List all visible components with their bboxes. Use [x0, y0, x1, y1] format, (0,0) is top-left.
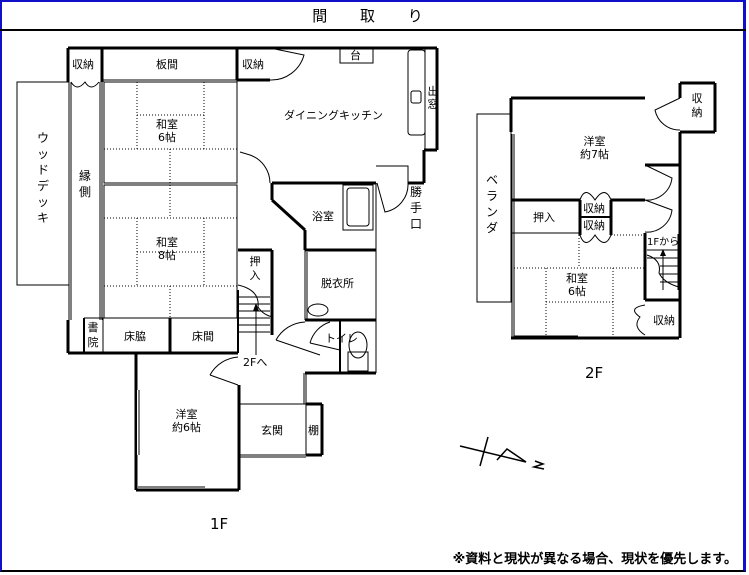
bay-window: 出窓 [427, 85, 439, 111]
room-name: 和室 [566, 272, 588, 285]
room-shoin: 書院 [87, 321, 99, 349]
room-storage-ne: 収納 [691, 92, 703, 119]
room-size: 8帖 [158, 249, 176, 262]
room-datsuijo: 脱衣所 [321, 277, 354, 290]
room-name: 和室 [156, 236, 178, 249]
room-size: 約6帖 [172, 421, 201, 434]
floor-label-1f: 1F [210, 515, 229, 533]
room-tokowaki: 床脇 [124, 330, 146, 343]
room-oshiire-2f: 押入 [533, 211, 555, 224]
room-storage-se: 収納 [653, 314, 675, 327]
room-storage-nw: 収納 [72, 58, 94, 71]
room-oshiire: 押入 [249, 255, 261, 282]
room-washitsu-8: 和室 8帖 [156, 236, 178, 262]
room-name: 洋室 [583, 135, 606, 148]
counter: 台 [350, 49, 361, 62]
room-engawa: 縁側 [78, 169, 91, 199]
floor-label-2f: 2F [585, 364, 604, 382]
room-washitsu-2f: 和室 6帖 [566, 272, 588, 298]
room-toilet: トイレ [325, 332, 358, 345]
page-title: 間 取 り [312, 7, 437, 25]
room-genkan: 玄関 [261, 424, 283, 437]
room-washitsu-6: 和室 6帖 [156, 118, 178, 144]
service-entrance: 勝手口 [409, 185, 422, 231]
room-itama: 板間 [156, 58, 178, 71]
room-dining-kitchen: ダイニングキッチン [284, 109, 383, 122]
room-size: 6帖 [158, 131, 176, 144]
room-size: 6帖 [568, 285, 586, 298]
disclaimer-note: ※資料と現状が異なる場合、現状を優先します。 [452, 552, 737, 567]
room-name: 和室 [156, 118, 178, 131]
room-name: 洋室 [175, 408, 198, 421]
room-bathroom: 浴室 [312, 210, 334, 223]
shelf: 棚 [308, 424, 319, 437]
room-wood-deck: ウッドデッキ [36, 131, 49, 225]
stairs-from-label: 1Fから [647, 237, 680, 248]
room-storage-kitchen: 収納 [242, 58, 264, 71]
room-yoshitsu-2f: 洋室 約7帖 [580, 135, 609, 161]
room-storage-mid-bottom: 収納 [583, 219, 605, 232]
room-tokonoma: 床間 [192, 330, 214, 343]
room-size: 約7帖 [580, 148, 609, 161]
room-veranda: ベランダ [485, 173, 498, 235]
room-yoshitsu-1f: 洋室 約6帖 [172, 408, 201, 434]
room-storage-mid-top: 収納 [583, 202, 605, 215]
title-bar [0, 0, 746, 31]
stairs-up-label: 2Fへ [243, 356, 268, 369]
